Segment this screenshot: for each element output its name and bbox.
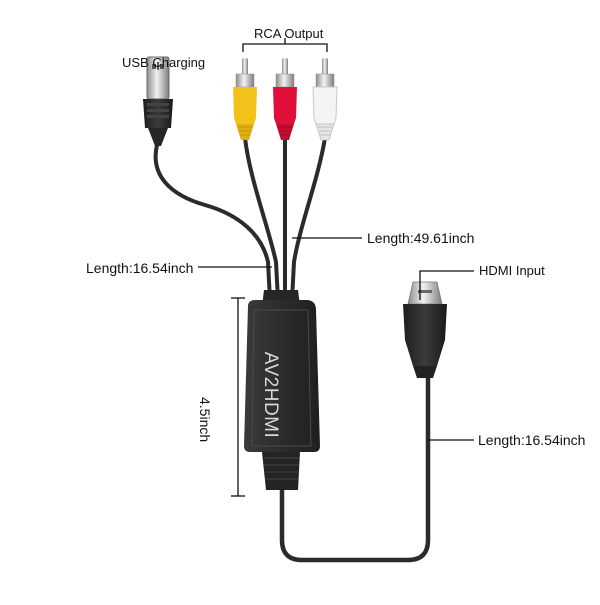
usb-cable: [153, 143, 272, 302]
hdmi-input-label: HDMI Input: [479, 263, 545, 278]
converter-brand-text: AV2HDMI: [260, 351, 281, 439]
hdmi-connector-icon: [403, 281, 447, 378]
converter-box: [244, 290, 320, 490]
length-usb-label: Length:16.54inch: [86, 260, 194, 276]
cables: [153, 136, 431, 563]
length-hdmi-label: Length:16.54inch: [478, 432, 586, 448]
callout-lines: [157, 38, 474, 497]
yellow-rca-cable: [243, 136, 280, 302]
usb-connector-icon: [143, 56, 173, 146]
length-rca-label: Length:49.61inch: [367, 230, 475, 246]
hdmi-cable: [279, 372, 431, 563]
rca-connector-white-icon: [312, 58, 338, 141]
rca-output-bracket: [242, 43, 328, 52]
white-rca-cable: [290, 136, 327, 302]
rca-connector-red-icon: [273, 58, 297, 140]
rca-output-label: RCA Output: [254, 26, 324, 41]
rca-connector-yellow-icon: [233, 58, 257, 140]
usb-charging-label: USB Charging: [122, 55, 206, 70]
box-height-label: 4.5inch: [197, 397, 213, 443]
hdmi-input-leader: [419, 270, 474, 300]
